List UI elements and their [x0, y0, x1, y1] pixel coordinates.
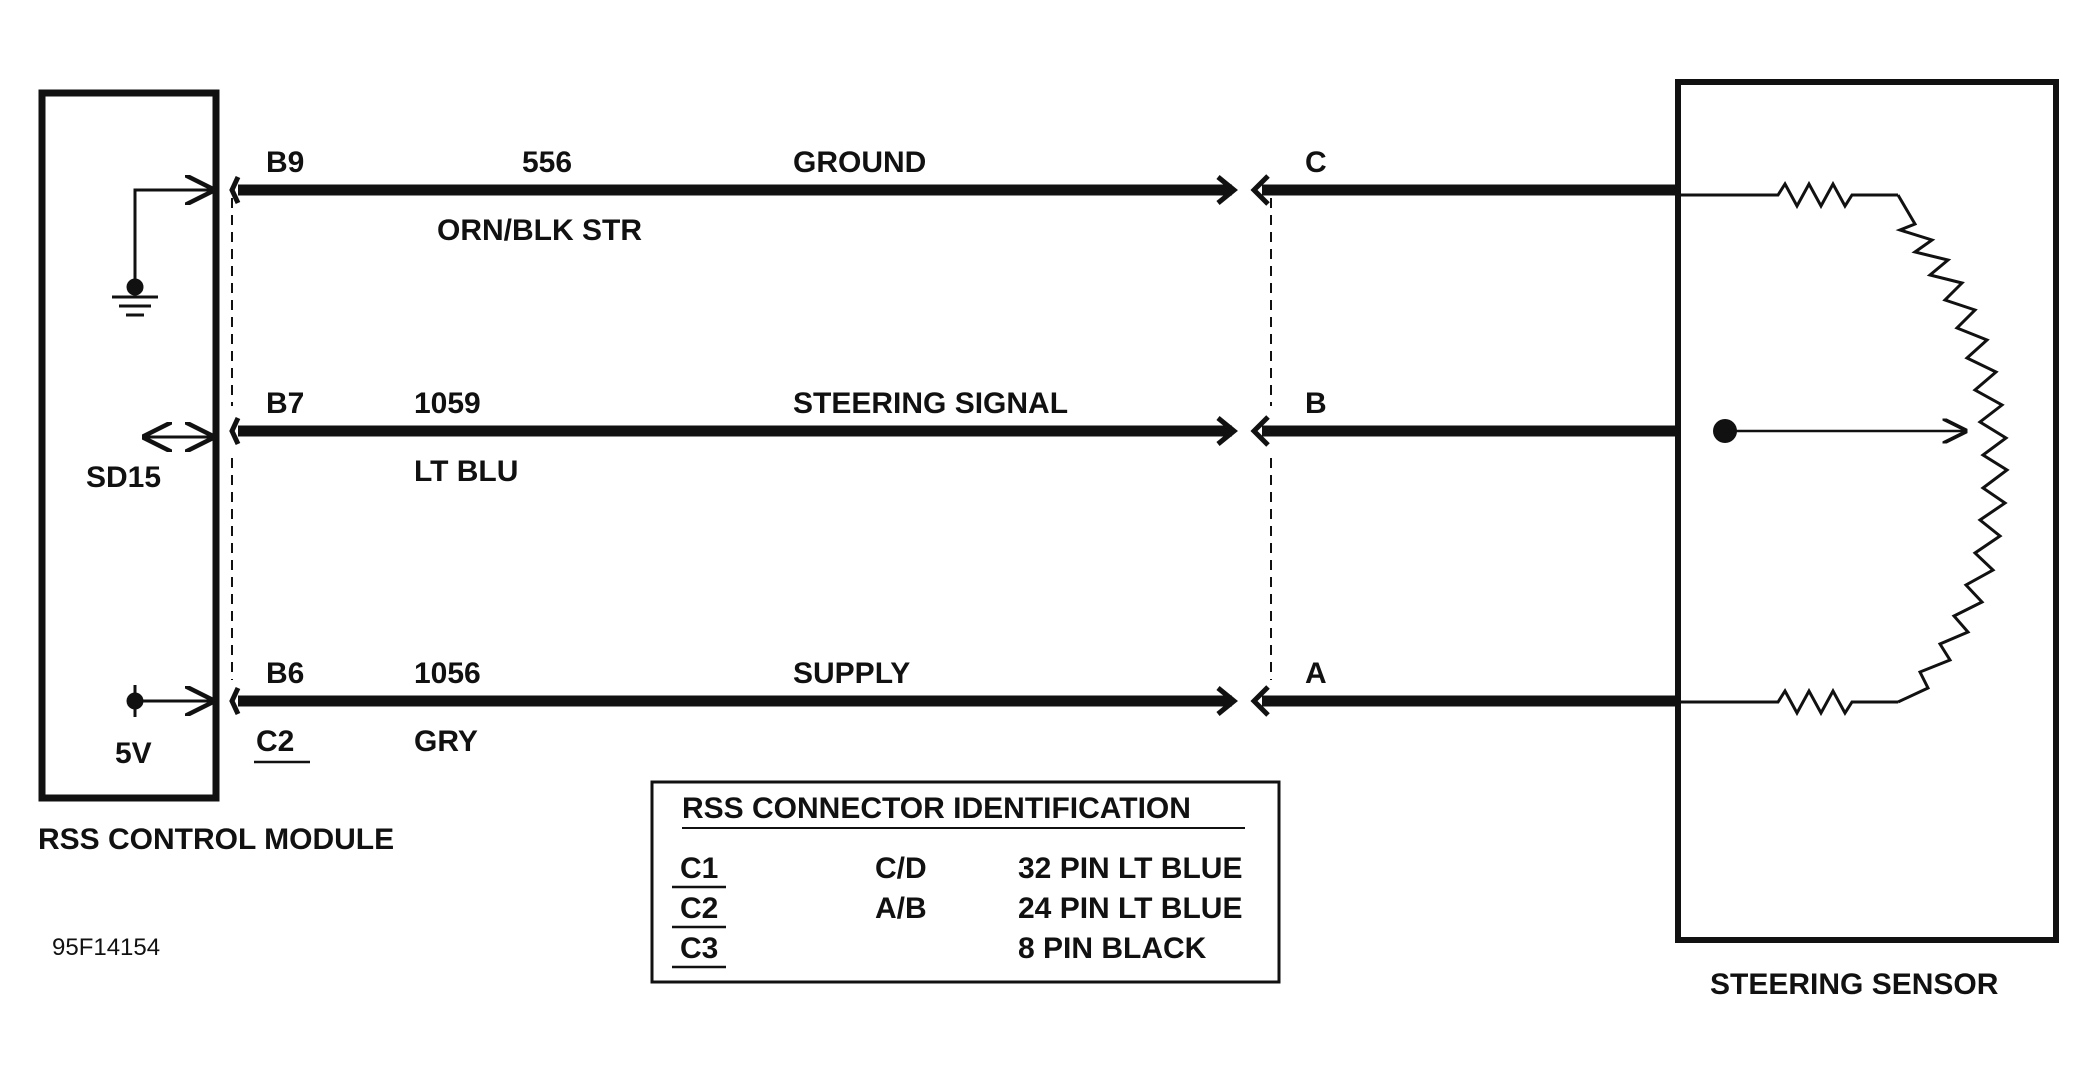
wire-color: ORN/BLK STR [437, 214, 642, 247]
connector-table-rows: C1 C/D 32 PIN LT BLUE C2 A/B 24 PIN LT BLUE C3… [672, 852, 1242, 969]
module-title: RSS CONTROL MODULE [38, 823, 394, 856]
connector-table-row: C2 A/B 24 PIN LT BLUE [672, 892, 1242, 929]
supply-label: 5V [115, 737, 152, 770]
pin-label: B7 [266, 387, 304, 420]
connector-description: 8 PIN BLACK [1018, 932, 1207, 965]
pin-label: B9 [266, 146, 304, 179]
terminal-chevron-icon [229, 175, 241, 205]
wire-row-a: B6 1056 SUPPLY GRY A [229, 657, 1678, 758]
circuit-function: STEERING SIGNAL [793, 387, 1068, 420]
sensor-title: STEERING SENSOR [1710, 968, 1999, 1001]
pin-label: B6 [266, 657, 304, 690]
circuit-function: GROUND [793, 146, 926, 179]
connector-table-title: RSS CONNECTOR IDENTIFICATION [682, 792, 1191, 825]
circuit-function: SUPPLY [793, 657, 910, 690]
terminal-chevron-icon [1250, 174, 1270, 206]
connector-id: C3 [680, 932, 718, 965]
potentiometer-icon [1678, 180, 2010, 717]
steering-sensor-box [1675, 79, 2059, 943]
ground-symbol-icon [112, 190, 212, 317]
terminal-chevron-icon [1250, 685, 1270, 717]
terminal-chevron-icon [229, 686, 241, 716]
sensor-pin-label: B [1305, 387, 1327, 420]
connector-pins: A/B [875, 892, 927, 925]
control-module-box [38, 89, 220, 802]
sensor-pin-label: A [1305, 657, 1327, 690]
terminal-chevron-icon [1250, 415, 1270, 447]
connector-table-row: C3 8 PIN BLACK [672, 932, 1207, 969]
wire-color: GRY [414, 725, 478, 758]
figure-id: 95F14154 [52, 934, 160, 961]
wire-layer: B9 556 GROUND ORN/BLK STR C B7 1059 STEERING SI… [229, 146, 1678, 758]
terminal-arrow-icon [1216, 175, 1238, 205]
connector-table-row: C1 C/D 32 PIN LT BLUE [672, 852, 1242, 889]
connector-outline-c2 [231, 198, 1272, 680]
connector-id-label: C2 [256, 725, 294, 758]
connector-table-box [650, 780, 1281, 984]
terminal-arrow-icon [1216, 686, 1238, 716]
wire-row-c: B9 556 GROUND ORN/BLK STR C [229, 146, 1678, 247]
wire-color: LT BLU [414, 455, 518, 488]
sensor-pin-label: C [1305, 146, 1327, 179]
connector-pins: C/D [875, 852, 927, 885]
signal-label: SD15 [86, 461, 161, 494]
terminal-arrow-icon [1216, 416, 1238, 446]
circuit-number: 1059 [414, 387, 481, 420]
connector-description: 32 PIN LT BLUE [1018, 852, 1242, 885]
circuit-number: 556 [522, 146, 572, 179]
connector-id: C2 [680, 892, 718, 925]
circuit-number: 1056 [414, 657, 481, 690]
supply-node-icon [126, 685, 212, 717]
connector-description: 24 PIN LT BLUE [1018, 892, 1242, 925]
connector-id: C1 [680, 852, 718, 885]
terminal-chevron-icon [229, 416, 241, 446]
wire-row-b: B7 1059 STEERING SIGNAL LT BLU B [229, 387, 1678, 488]
